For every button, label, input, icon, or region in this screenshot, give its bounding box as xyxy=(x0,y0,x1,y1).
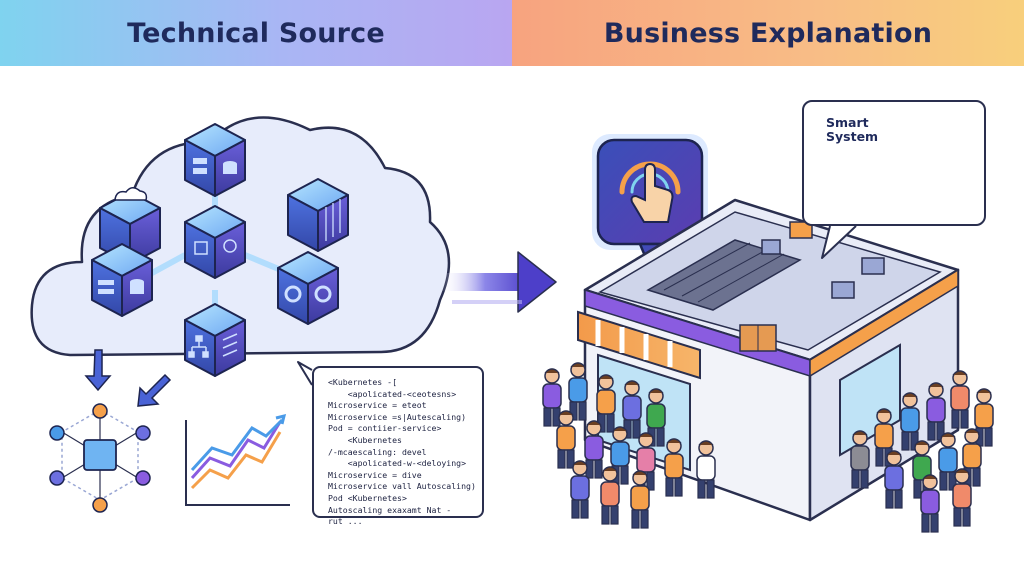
code-line: Microservice = eteot xyxy=(328,400,427,411)
code-line: <Kubernetes xyxy=(328,434,402,445)
network-cube xyxy=(184,303,246,377)
code-line: Pod = contiier-service> xyxy=(328,423,442,434)
arrow-right-icon xyxy=(440,251,557,313)
code-line: <apolicated-<ceotesns> xyxy=(328,388,457,399)
code-line: Pod <Kubernetes> xyxy=(328,492,407,503)
code-line: Autoscaling exaxamt Nat - xyxy=(328,504,452,515)
illustration xyxy=(30,114,994,533)
server-cube-icon xyxy=(184,123,246,197)
smart-system-bubble: Smart System xyxy=(802,100,986,226)
gear-icon xyxy=(277,251,339,325)
line-chart-icon xyxy=(185,413,290,506)
system-label: System xyxy=(826,129,879,144)
shop-icon xyxy=(577,198,960,522)
technical-source-header: Technical Source xyxy=(0,0,512,66)
code-line: <apolicated-w-<deloying> xyxy=(328,458,467,469)
code-line: <Kubernetes -[ xyxy=(328,377,398,387)
smart-system-label: Smart System xyxy=(826,116,878,144)
cloud-gear-cube xyxy=(99,187,161,265)
code-line: /-mcaescaling: devel xyxy=(328,446,427,457)
code-lines: <Kubernetes -[ <apolicated-<ceotesns> Mi… xyxy=(328,377,476,528)
database-icon xyxy=(91,243,153,317)
business-explanation-title: Business Explanation xyxy=(603,17,933,49)
network-hub-icon xyxy=(49,403,151,513)
code-line: Microservice vall Autoscaling) xyxy=(328,481,476,492)
code-line: Microservice =s|Autescaling) xyxy=(328,411,467,422)
business-explanation-header: Business Explanation xyxy=(512,0,1024,66)
code-line: rut ... xyxy=(328,516,363,527)
code-line: Microservice = dive xyxy=(328,469,422,480)
header: Technical Source Business Explanation xyxy=(0,0,1024,66)
smart-label: Smart xyxy=(826,115,869,130)
code-panel: <Kubernetes -[ <apolicated-<ceotesns> Mi… xyxy=(312,366,484,526)
technical-source-title: Technical Source xyxy=(127,17,385,49)
